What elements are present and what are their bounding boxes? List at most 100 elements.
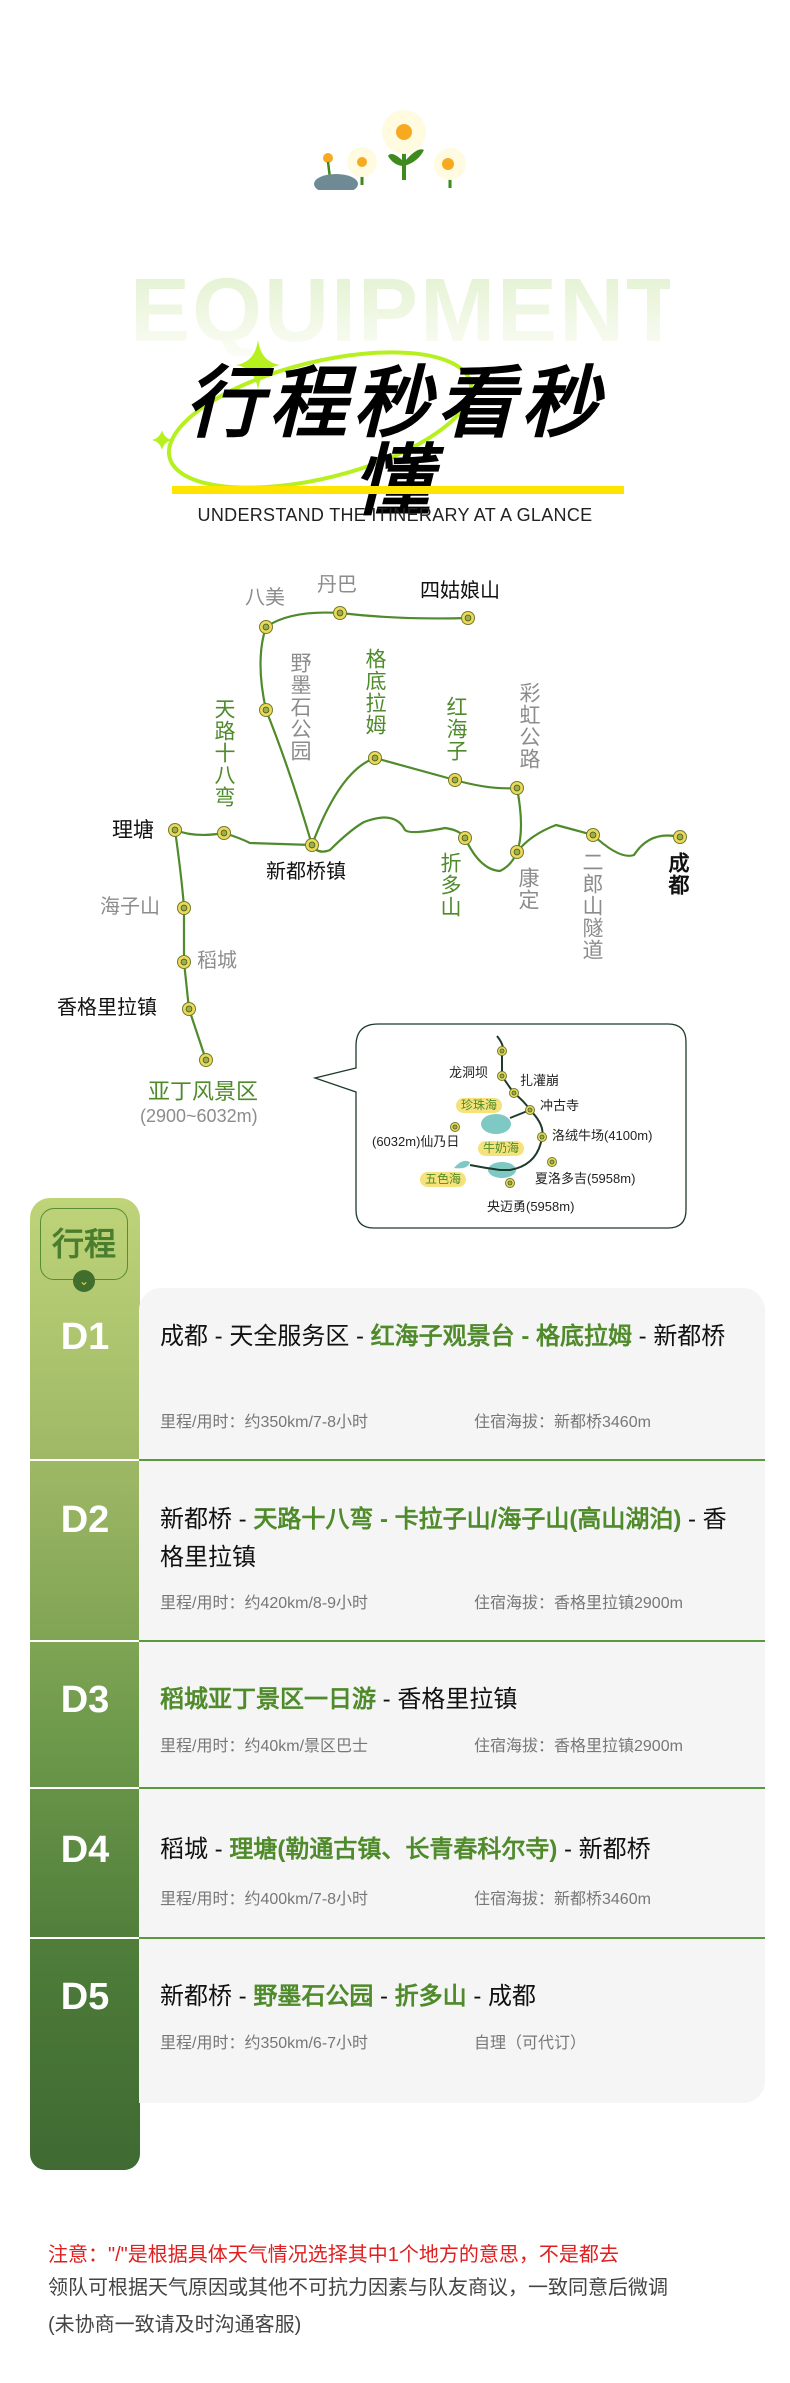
note-adjustment: 领队可根据天气原因或其他不可抗力因素与队友商议，一致同意后微调 xyxy=(48,2277,668,2299)
map-label-erlang: 二郎山隧道 xyxy=(580,851,604,961)
day-lodging: 住宿海拔：香格里拉镇2900m xyxy=(474,1738,683,1755)
map-label-tianlu: 天路十八弯 xyxy=(212,698,236,808)
route-line xyxy=(310,756,523,853)
station-marker-icon xyxy=(305,838,319,852)
day-label: D5 xyxy=(60,1976,110,2018)
station-marker-icon xyxy=(505,1178,515,1188)
flower-icon xyxy=(382,110,426,180)
divider xyxy=(139,1640,765,1642)
map-label-chengdu: 成都 xyxy=(666,852,690,896)
day-route: 稻城亚丁景区一日游 - 香格里拉镇 xyxy=(160,1681,750,1719)
station-marker-icon xyxy=(177,901,191,915)
station-marker-icon xyxy=(461,611,475,625)
map-label-siguniang: 四姑娘山 xyxy=(420,580,500,602)
route-text: - 香格里拉镇 xyxy=(376,1686,518,1713)
map-label-yading-range: (2900~6032m) xyxy=(140,1106,258,1126)
map-label-kangding: 康定 xyxy=(516,867,540,911)
day-distance: 里程/用时：约40km/景区巴士 xyxy=(160,1738,369,1755)
station-marker-icon xyxy=(182,1002,196,1016)
day-route: 新都桥 - 天路十八弯 - 卡拉子山/海子山(高山湖泊) - 香格里拉镇 xyxy=(160,1501,750,1577)
route-line xyxy=(173,829,208,1061)
station-marker-icon xyxy=(259,620,273,634)
station-marker-icon xyxy=(333,606,347,620)
callout-pill-zhenzhuhai: 珍珠海 xyxy=(456,1098,503,1114)
day-lodging: 自理（可代订） xyxy=(474,2035,587,2052)
station-marker-icon xyxy=(448,773,462,787)
day-distance: 里程/用时：约350km/6-7小时 xyxy=(160,2035,369,2052)
day-label: D3 xyxy=(60,1679,110,1721)
route-text: - 香格里拉镇 xyxy=(160,1506,727,1571)
divider xyxy=(139,1787,765,1789)
station-marker-icon xyxy=(497,1046,507,1056)
station-marker-icon xyxy=(450,1122,460,1132)
flower-icon xyxy=(347,147,377,185)
map-label-honghaizi: 红海子 xyxy=(444,696,468,762)
page-subtitle: UNDERSTAND THE ITINERARY AT A GLANCE xyxy=(197,505,593,525)
route-highlight: 天路十八弯 - 卡拉子山/海子山(高山湖泊) xyxy=(253,1506,682,1533)
map-label-caihong: 彩虹公路 xyxy=(517,682,541,770)
flowers-illustration xyxy=(314,110,466,190)
callout-pill-wusehai: 五色海 xyxy=(420,1172,467,1188)
callout-label-yangmaiyong: 央迈勇(5958m) xyxy=(487,1199,575,1214)
callout-label-xiannairi: (6032m)仙乃日 xyxy=(372,1134,460,1149)
day-label: D1 xyxy=(60,1316,110,1358)
callout-label-zhaguanbeng: 扎灌崩 xyxy=(520,1073,560,1088)
route-text: - xyxy=(373,1983,395,2010)
day-label: D4 xyxy=(60,1829,110,1871)
map-label-shangri-la: 香格里拉镇 xyxy=(57,997,157,1019)
callout-pill-niunaihai: 牛奶海 xyxy=(478,1141,525,1157)
route-text: 成都 - 天全服务区 - xyxy=(160,1323,371,1350)
small-flower-icon xyxy=(323,153,333,163)
day-distance: 里程/用时：约400km/7-8小时 xyxy=(160,1891,369,1908)
map-label-haizishan: 海子山 xyxy=(100,896,160,918)
divider xyxy=(30,1459,140,1461)
rock-icon xyxy=(314,174,358,190)
map-label-litang: 理塘 xyxy=(112,819,154,842)
station-marker-icon xyxy=(217,826,231,840)
map-label-yemoshi: 野墨石公园 xyxy=(288,652,312,762)
station-marker-icon xyxy=(586,828,600,842)
map-label-yading: 亚丁风景区 xyxy=(148,1079,259,1104)
orbit-decoration xyxy=(152,340,474,490)
route-highlight: 野墨石公园 xyxy=(253,1983,374,2010)
itinerary-card xyxy=(139,1288,765,2103)
flower-icon xyxy=(434,148,466,188)
map-label-bamei: 八美 xyxy=(245,587,285,609)
day-route: 成都 - 天全服务区 - 红海子观景台 - 格底拉姆 - 新都桥 xyxy=(160,1318,750,1356)
map-label-gedilamu: 格底拉姆 xyxy=(363,648,387,736)
itinerary-badge: 行程 xyxy=(40,1208,128,1280)
yading-callout xyxy=(312,1023,687,1229)
callout-label-luorong: 洛绒牛场(4100m) xyxy=(552,1128,653,1143)
callout-label-xialuoduoji: 夏洛多吉(5958m) xyxy=(535,1171,636,1186)
divider xyxy=(139,1937,765,1939)
station-marker-icon xyxy=(177,955,191,969)
day-label: D2 xyxy=(60,1499,110,1541)
map-label-xinduqiao: 新都桥镇 xyxy=(266,861,346,883)
route-text: - 成都 xyxy=(466,1983,536,2010)
page-title: 行程秒看秒懂 xyxy=(184,359,605,525)
station-marker-icon xyxy=(168,823,182,837)
day-lodging: 住宿海拔：新都桥3460m xyxy=(474,1414,651,1431)
note-warning: 注意："/"是根据具体天气情况选择其中1个地方的意思，不是都去 xyxy=(48,2244,619,2266)
divider xyxy=(30,1937,140,1939)
title-underline xyxy=(172,486,624,494)
divider xyxy=(30,1640,140,1642)
note-contact: (未协商一致请及时沟通客服) xyxy=(48,2314,302,2336)
station-marker-icon xyxy=(525,1105,535,1115)
callout-label-longdongba: 龙洞坝 xyxy=(449,1065,489,1080)
station-marker-icon xyxy=(368,751,382,765)
station-marker-icon xyxy=(673,830,687,844)
station-marker-icon xyxy=(259,703,273,717)
route-text: 新都桥 - xyxy=(160,1506,254,1533)
map-label-daocheng: 稻城 xyxy=(197,950,237,972)
day-route: 稻城 - 理塘(勒通古镇、长青春科尔寺) - 新都桥 xyxy=(160,1831,760,1869)
divider xyxy=(139,1459,765,1461)
day-route: 新都桥 - 野墨石公园 - 折多山 - 成都 xyxy=(160,1978,750,2016)
route-text: 新都桥 - xyxy=(160,1983,254,2010)
station-marker-icon xyxy=(199,1053,213,1067)
divider xyxy=(30,1787,140,1789)
day-distance: 里程/用时：约420km/8-9小时 xyxy=(160,1595,369,1612)
route-text: - 新都桥 xyxy=(557,1836,651,1863)
station-marker-icon xyxy=(509,1088,519,1098)
route-highlight: 折多山 xyxy=(394,1983,467,2010)
